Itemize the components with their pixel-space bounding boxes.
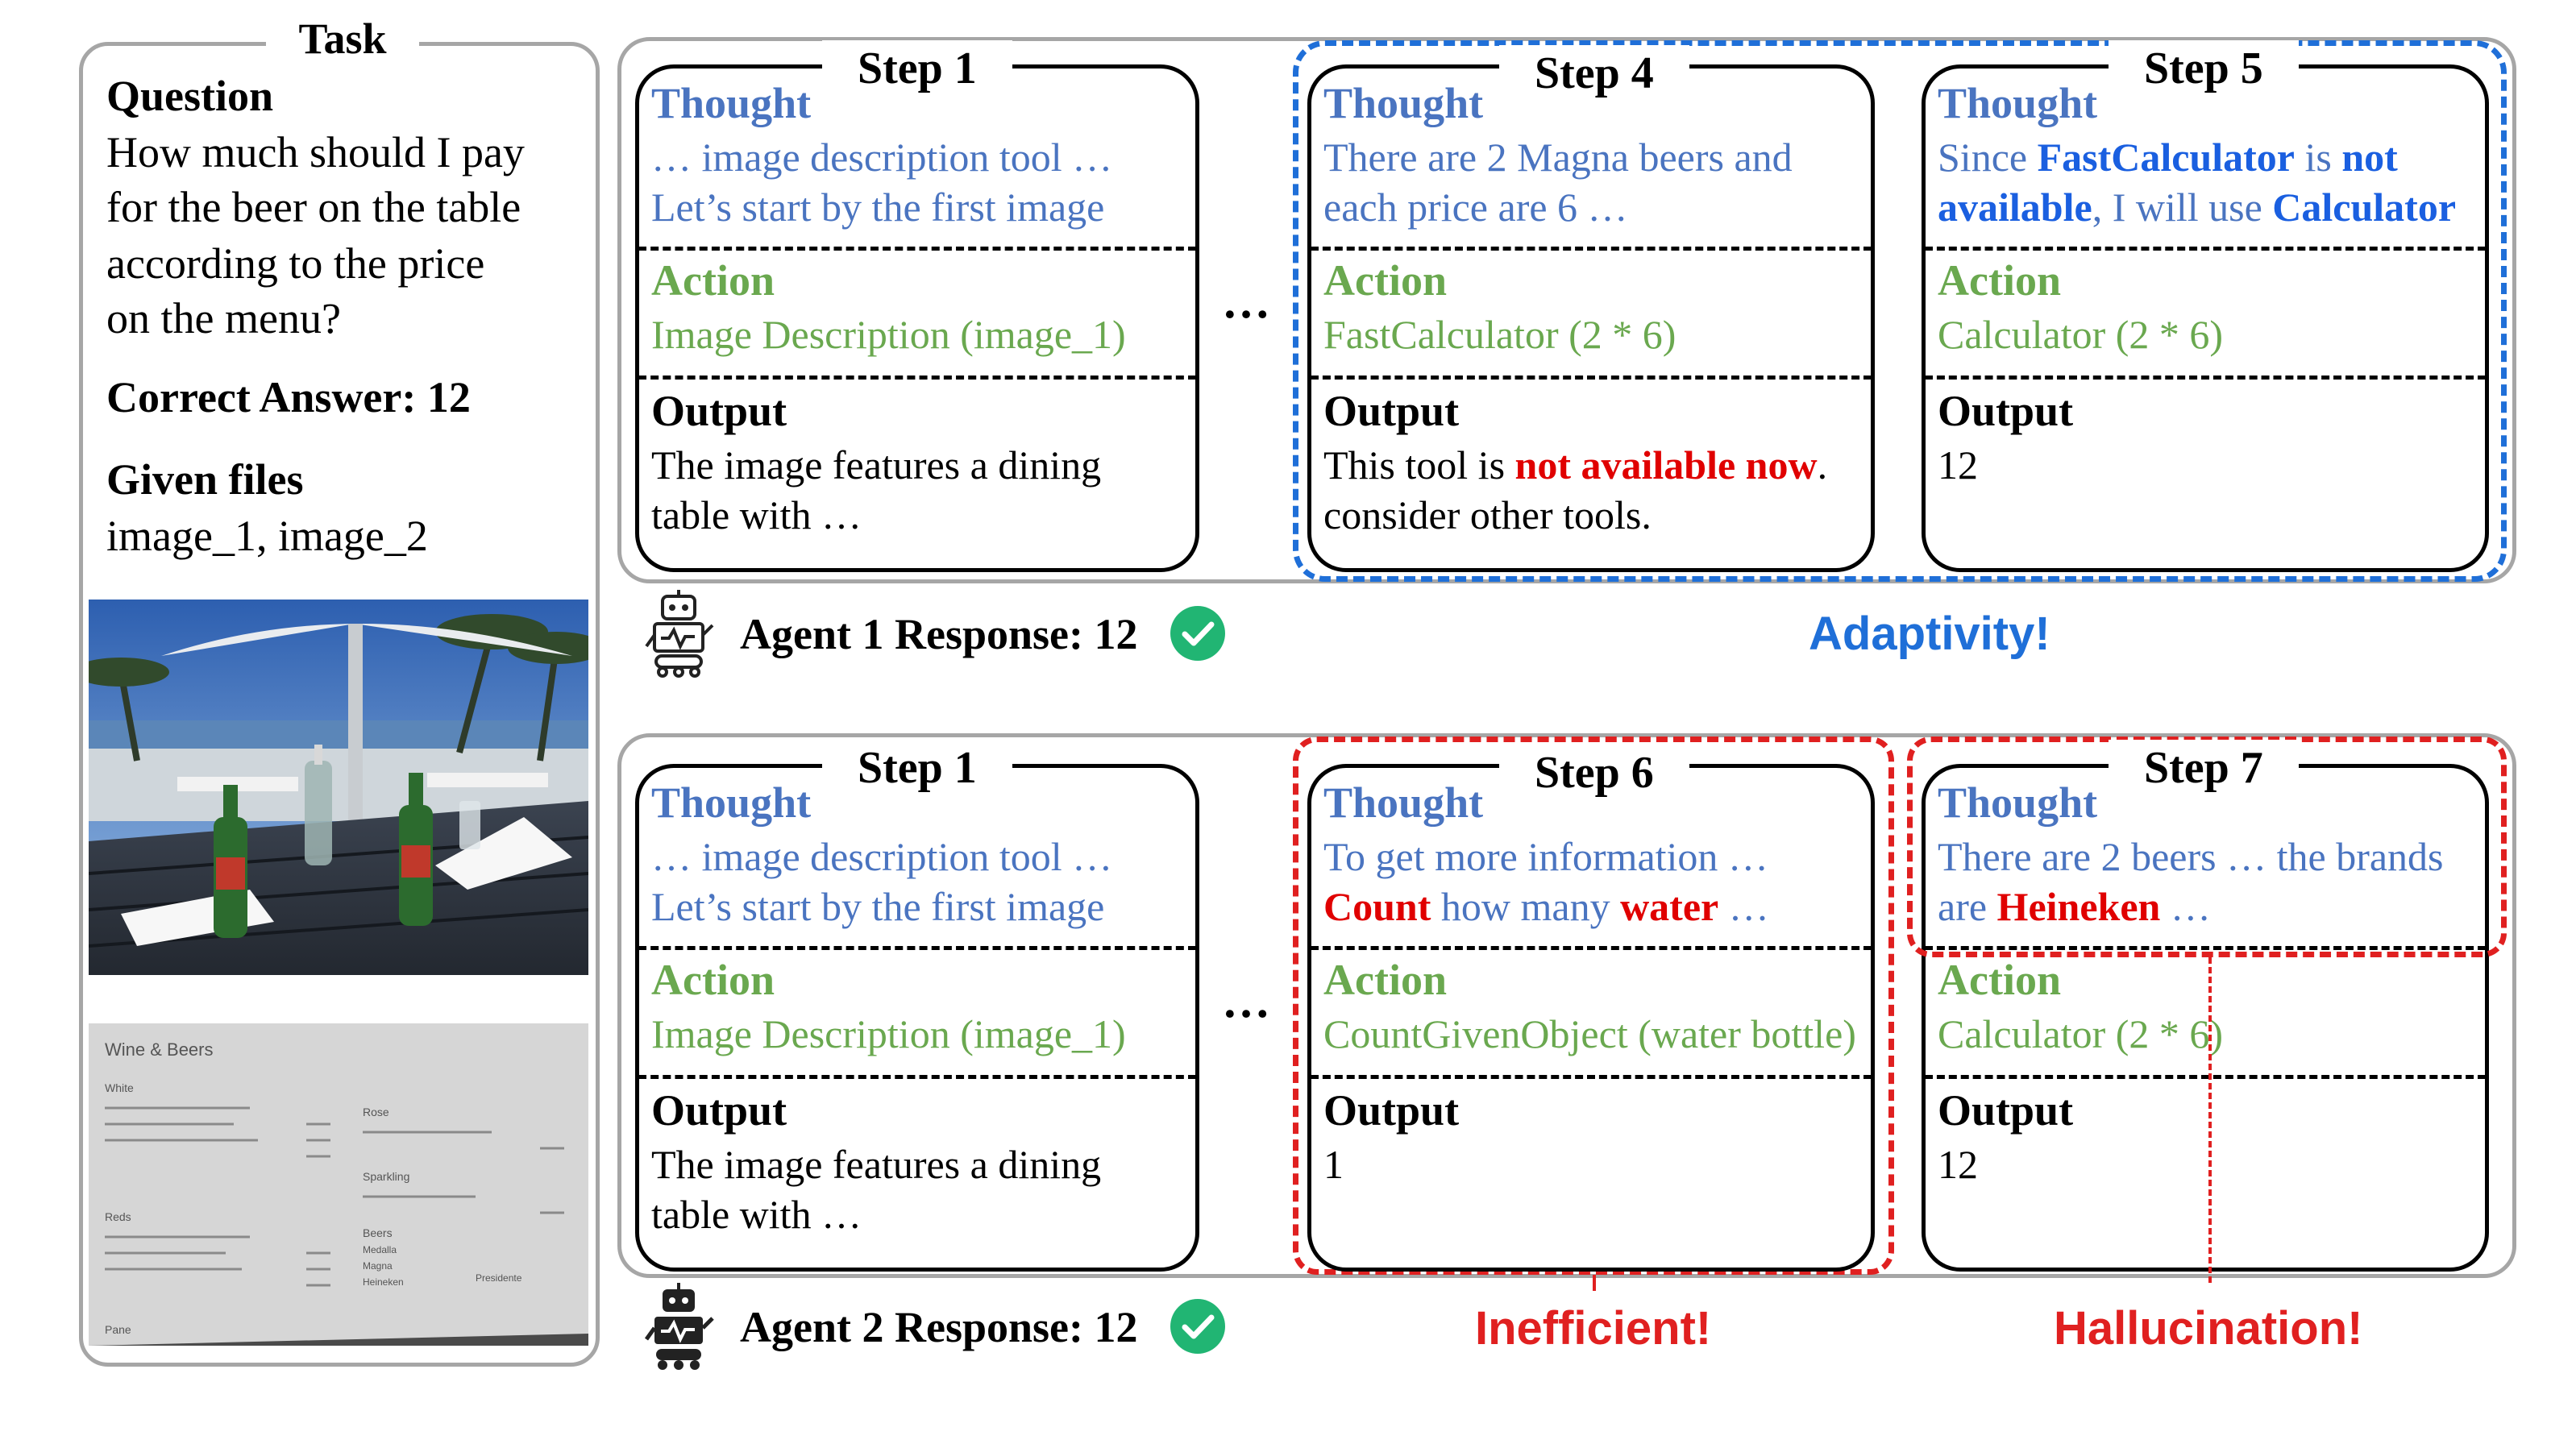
agent2-step1-thought-1: … image description tool …	[651, 832, 1112, 882]
action-label: Action	[651, 255, 775, 306]
action-label: Action	[651, 954, 775, 1006]
correct-answer: Correct Answer: 12	[106, 369, 471, 425]
hallucination-connector	[2208, 957, 2212, 1283]
check-icon	[1169, 1297, 1227, 1355]
divider	[1311, 376, 1872, 380]
agent2-step7-thought-1: There are 2 beers … the brands	[1938, 832, 2444, 882]
divider	[1925, 247, 2486, 251]
agent2-step1-thought-2: Let’s start by the first image	[651, 882, 1104, 932]
inefficient-label: Inefficient!	[1475, 1301, 1711, 1357]
menu-photo: Wine & Beers White Rose Sparkling Reds B…	[89, 1023, 588, 1346]
divider	[1925, 376, 2486, 380]
output-label: Output	[651, 1085, 787, 1136]
agent1-response: Agent 1 Response: 12	[740, 606, 1138, 662]
table-photo	[89, 600, 588, 975]
agent1-step5-action: Calculator (2 * 6)	[1938, 309, 2223, 359]
agent1-step4-output-2: consider other tools.	[1323, 490, 1652, 540]
menu-medalla: Medalla	[363, 1244, 397, 1255]
thought-label: Thought	[651, 777, 811, 828]
agent1-step1-action: Image Description (image_1)	[651, 309, 1126, 359]
menu-heineken: Heineken	[363, 1276, 404, 1288]
agent1-step1-thought-1: … image description tool …	[651, 132, 1112, 182]
robot-icon	[645, 590, 717, 678]
divider	[1925, 946, 2486, 950]
agent1-step5-output: 12	[1938, 440, 1978, 490]
output-label: Output	[651, 385, 787, 437]
action-label: Action	[1938, 255, 2061, 306]
agent2-step7-output: 12	[1938, 1139, 1978, 1189]
menu-pane: Pane	[105, 1323, 131, 1336]
agent1-step4-title: Step 4	[1499, 45, 1689, 102]
task-title: Task	[266, 5, 419, 73]
divider	[1311, 1075, 1872, 1079]
given-files-list: image_1, image_2	[106, 508, 428, 564]
menu-sparkling: Sparkling	[363, 1170, 409, 1183]
menu-magna: Magna	[363, 1260, 393, 1272]
check-icon	[1169, 604, 1227, 662]
divider	[1311, 247, 1872, 251]
divider	[638, 946, 1196, 950]
agent1-step1-output-2: table with …	[651, 490, 862, 540]
agent1-step4-output-1: This tool is not available now.	[1323, 440, 1827, 490]
thought-label: Thought	[1938, 777, 2097, 828]
divider	[1925, 1075, 2486, 1079]
not-available-highlight: not available now	[1515, 442, 1818, 488]
question-line-3: according to the price	[106, 235, 484, 292]
agent2-step6-title: Step 6	[1499, 745, 1689, 801]
agent1-step4-thought-2: each price are 6 …	[1323, 182, 1628, 232]
robot-icon	[645, 1283, 717, 1371]
divider	[638, 1075, 1196, 1079]
agent1-step5-title: Step 5	[2109, 40, 2299, 97]
agent2-step7-thought-2: are Heineken …	[1938, 882, 2211, 932]
inefficient-connector	[1593, 1275, 1596, 1291]
thought-label: Thought	[1323, 777, 1483, 828]
agent2-step1-action: Image Description (image_1)	[651, 1009, 1126, 1059]
question-line-1: How much should I pay	[106, 124, 525, 180]
agent2-step1-output-2: table with …	[651, 1189, 862, 1239]
output-label: Output	[1938, 385, 2073, 437]
agent1-step4-action: FastCalculator (2 * 6)	[1323, 309, 1676, 359]
agent1-step5-thought-2: available, I will use Calculator	[1938, 182, 2456, 232]
agent2-step7-title: Step 7	[2109, 740, 2299, 796]
agent2-step6-thought-1: To get more information …	[1323, 832, 1768, 882]
given-files-heading: Given files	[106, 451, 303, 508]
ellipsis: …	[1222, 973, 1270, 1029]
agent1-step5-thought-1: Since FastCalculator is not	[1938, 132, 2398, 182]
thought-label: Thought	[1323, 77, 1483, 129]
divider	[638, 376, 1196, 380]
agent2-response: Agent 2 Response: 12	[740, 1299, 1138, 1355]
agent2-step6-action: CountGivenObject (water bottle)	[1323, 1009, 1856, 1059]
menu-white: White	[105, 1081, 134, 1094]
action-label: Action	[1323, 954, 1447, 1006]
menu-beers: Beers	[363, 1226, 393, 1239]
adaptivity-label: Adaptivity!	[1809, 606, 2050, 662]
agent2-step6-thought-2: Count how many water …	[1323, 882, 1769, 932]
agent1-step1-output-1: The image features a dining	[651, 440, 1101, 490]
divider	[638, 247, 1196, 251]
agent2-step6-output: 1	[1323, 1139, 1344, 1189]
menu-reds: Reds	[105, 1210, 131, 1223]
agent2-step1-output-1: The image features a dining	[651, 1139, 1101, 1189]
agent2-step7-action: Calculator (2 * 6)	[1938, 1009, 2223, 1059]
output-label: Output	[1323, 1085, 1459, 1136]
menu-heading: Wine & Beers	[105, 1039, 214, 1060]
question-line-2: for the beer on the table	[106, 179, 521, 235]
hallucination-label: Hallucination!	[2054, 1301, 2362, 1357]
ellipsis: …	[1222, 274, 1270, 330]
output-label: Output	[1323, 385, 1459, 437]
menu-rose: Rose	[363, 1106, 389, 1118]
question-heading: Question	[106, 68, 273, 124]
thought-label: Thought	[651, 77, 811, 129]
agent2-step1-title: Step 1	[822, 740, 1012, 796]
agent1-step4-thought-1: There are 2 Magna beers and	[1323, 132, 1793, 182]
menu-presidente: Presidente	[476, 1272, 522, 1284]
question-line-4: on the menu?	[106, 290, 341, 346]
agent1-step1-thought-2: Let’s start by the first image	[651, 182, 1104, 232]
divider	[1311, 946, 1872, 950]
action-label: Action	[1938, 954, 2061, 1006]
output-label: Output	[1938, 1085, 2073, 1136]
agent1-step1-title: Step 1	[822, 40, 1012, 97]
thought-label: Thought	[1938, 77, 2097, 129]
action-label: Action	[1323, 255, 1447, 306]
